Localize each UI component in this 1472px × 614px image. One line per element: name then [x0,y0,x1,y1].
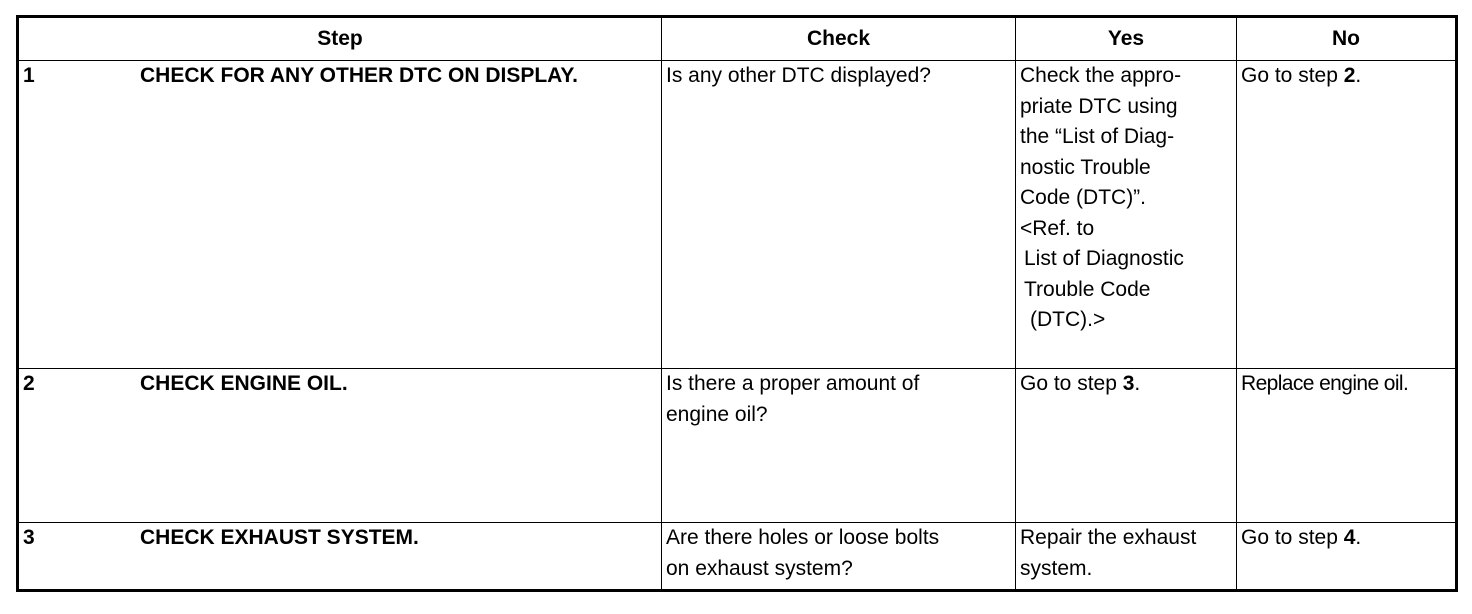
yes-cell: Go to step 3. [1015,368,1237,523]
step-number: 2 [23,372,35,395]
no-suffix: . [1355,526,1362,549]
header-yes: Yes [1015,16,1237,61]
yes-cell: Check the appro- priate DTC using the “L… [1015,60,1237,369]
table-row: 2 CHECK ENGINE OIL. Is there a proper amo… [17,368,1457,523]
step-number: 1 [23,64,35,87]
step-cell: 1 CHECK FOR ANY OTHER DTC ON DISPLAY. [17,60,662,369]
header-no: No [1236,16,1457,61]
check-cell: Is there a proper amount of engine oil? [661,368,1016,523]
check-line: on exhaust system? [666,556,853,580]
no-text: Replace engine oil. [1241,372,1409,395]
no-cell: Go to step 4. [1236,522,1457,591]
table-row: 3 CHECK EXHAUST SYSTEM. Are there holes o… [17,522,1457,591]
no-cell: Go to step 2. [1236,60,1457,369]
goto-step-link[interactable]: 3 [1122,372,1135,395]
yes-line: nostic Trouble [1020,155,1151,179]
header-check: Check [661,16,1016,61]
no-cell: Replace engine oil. [1236,368,1457,523]
check-line: Is there a proper amount of [666,372,920,395]
yes-line: Repair the exhaust [1020,526,1197,549]
no-suffix: . [1355,64,1362,87]
yes-suffix: . [1134,372,1141,395]
check-line: engine oil? [666,402,768,426]
yes-cell: Repair the exhaust system. [1015,522,1237,591]
check-cell: Are there holes or loose bolts on exhaus… [661,522,1016,591]
yes-line: priate DTC using [1020,94,1178,118]
goto-step-link[interactable]: 4 [1343,526,1356,549]
yes-prefix: Go to step [1020,372,1123,395]
ref-link-line[interactable]: List of Diagnostic [1024,247,1184,270]
yes-line: the “List of Diag- [1020,125,1175,148]
yes-line: Check the appro- [1020,64,1182,87]
yes-line: system. [1020,556,1093,580]
table-row: 1 CHECK FOR ANY OTHER DTC ON DISPLAY. Is … [17,60,1457,369]
header-row: Step Check Yes No [17,16,1457,61]
check-cell: Is any other DTC displayed? [661,60,1016,369]
yes-line: Code (DTC)”. [1020,186,1147,209]
step-title: CHECK FOR ANY OTHER DTC ON DISPLAY. [140,64,578,87]
yes-line: <Ref. to [1020,216,1095,240]
step-number: 3 [23,526,35,549]
ref-link-line[interactable]: (DTC).> [1030,308,1106,331]
no-prefix: Go to step [1241,526,1344,549]
goto-step-link[interactable]: 2 [1343,64,1356,87]
step-cell: 3 CHECK EXHAUST SYSTEM. [17,522,662,591]
diagnostic-table: Step Check Yes No 1 CHECK FOR ANY OTHER D… [16,15,1458,592]
step-title: CHECK EXHAUST SYSTEM. [140,526,419,549]
check-line: Are there holes or loose bolts [666,526,940,549]
ref-link-line[interactable]: Trouble Code [1024,277,1151,301]
step-title: CHECK ENGINE OIL. [140,372,348,395]
check-text: Is any other DTC displayed? [666,64,931,87]
header-step: Step [17,16,662,61]
no-prefix: Go to step [1241,64,1344,87]
step-cell: 2 CHECK ENGINE OIL. [17,368,662,523]
